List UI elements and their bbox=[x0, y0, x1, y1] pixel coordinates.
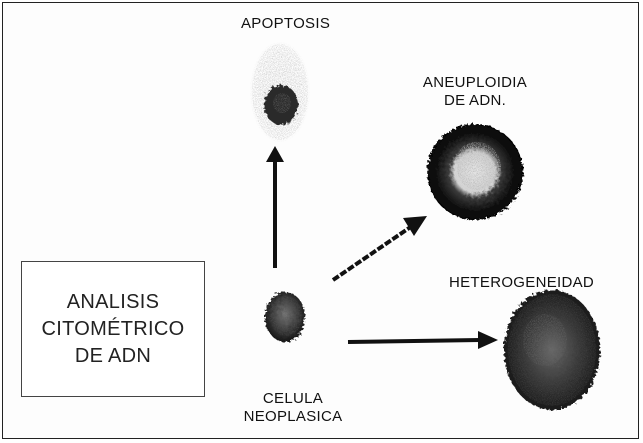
aneuploidia-label-line1: ANEUPLOIDIA bbox=[412, 74, 538, 92]
arrow-to-aneuploidia bbox=[333, 216, 427, 280]
aneuploidia-label-line2: DE ADN. bbox=[412, 92, 538, 110]
apoptosis-cell-image bbox=[250, 42, 310, 142]
analisis-box: ANALISIS CITOMÉTRICO DE ADN bbox=[21, 261, 205, 397]
analisis-box-line1: ANALISIS bbox=[67, 289, 159, 316]
aneuploidia-cell-image bbox=[427, 124, 523, 220]
celula-label-line1: CELULA bbox=[238, 390, 348, 408]
celula-label-line2: NEOPLASICA bbox=[238, 408, 348, 426]
analisis-box-line3: DE ADN bbox=[75, 343, 151, 370]
arrow-to-apoptosis bbox=[266, 146, 284, 268]
aneuploidia-label: ANEUPLOIDIA DE ADN. bbox=[412, 74, 538, 110]
celula-neoplasica-image bbox=[265, 292, 305, 342]
heterogeneidad-label: HETEROGENEIDAD bbox=[449, 274, 594, 292]
analisis-box-line2: CITOMÉTRICO bbox=[42, 316, 185, 343]
celula-neoplasica-label: CELULA NEOPLASICA bbox=[238, 390, 348, 426]
apoptosis-label: APOPTOSIS bbox=[241, 15, 330, 33]
heterogeneidad-cell-image bbox=[504, 290, 600, 410]
arrow-to-heterogeneidad bbox=[348, 331, 498, 349]
